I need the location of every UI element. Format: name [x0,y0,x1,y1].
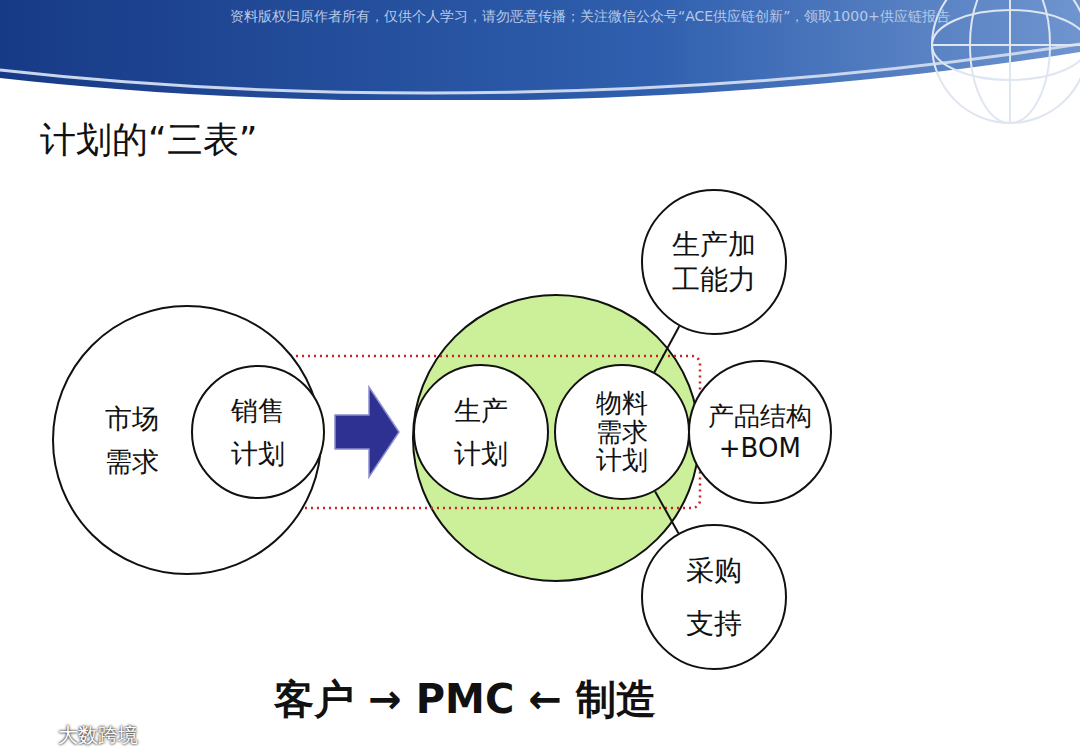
circle-shape [53,306,321,574]
circle-shape [642,190,786,334]
globe-icon [932,0,1080,123]
node-label: 采购支持 [685,544,744,650]
node-label: 市场需求 [104,397,161,483]
sales-plan-circle: 销售计划 [191,365,325,499]
purchasing-circle: 采购支持 [641,524,787,670]
flow-block-arrow [335,387,399,477]
circle-outline [641,524,787,670]
circle-shape [642,525,786,669]
production-zone-circle [413,295,699,581]
header-swoosh-line [0,44,1080,93]
block-arrow-shape [335,387,399,477]
connector-line [654,326,679,372]
market-demand-circle: 市场需求 销售计划 [52,305,322,575]
bom-circle: 产品结构+BOM [688,360,832,504]
circle-outline [641,189,787,335]
node-label: 生产加工能力 [671,227,758,297]
header-swoosh [0,52,1080,120]
corner-watermark: 大数跨境 [58,722,138,749]
production-plan-circle: 生产计划 [413,364,549,500]
connector-stroke [654,326,679,372]
flow-caption: 客户 → PMC ← 制造 [274,672,655,727]
capacity-circle: 生产加工能力 [641,189,787,335]
circle-outline [413,364,549,500]
node-label: 物料需求计划 [595,389,650,475]
circle-shape [414,365,548,499]
connector-line [655,491,678,533]
circle-outline [191,365,325,499]
node-label: 产品结构+BOM [707,400,814,465]
watermark-logo [23,726,50,744]
header-watermark: 资料版权归原作者所有，仅供个人学习，请勿恶意传播；关注微信公众号“ACE供应链创… [230,8,950,26]
material-plan-circle: 物料需求计划 [554,364,690,500]
slide-title: 计划的“三表” [40,116,257,165]
planning-dotted-frame [186,356,700,508]
circle-outline [688,360,832,504]
node-label: 生产计划 [453,389,510,475]
node-label: 销售计划 [230,389,287,475]
circle-shape [689,361,831,503]
circle-shape [192,366,324,498]
circle-shape [555,365,689,499]
connector-stroke [655,491,678,533]
